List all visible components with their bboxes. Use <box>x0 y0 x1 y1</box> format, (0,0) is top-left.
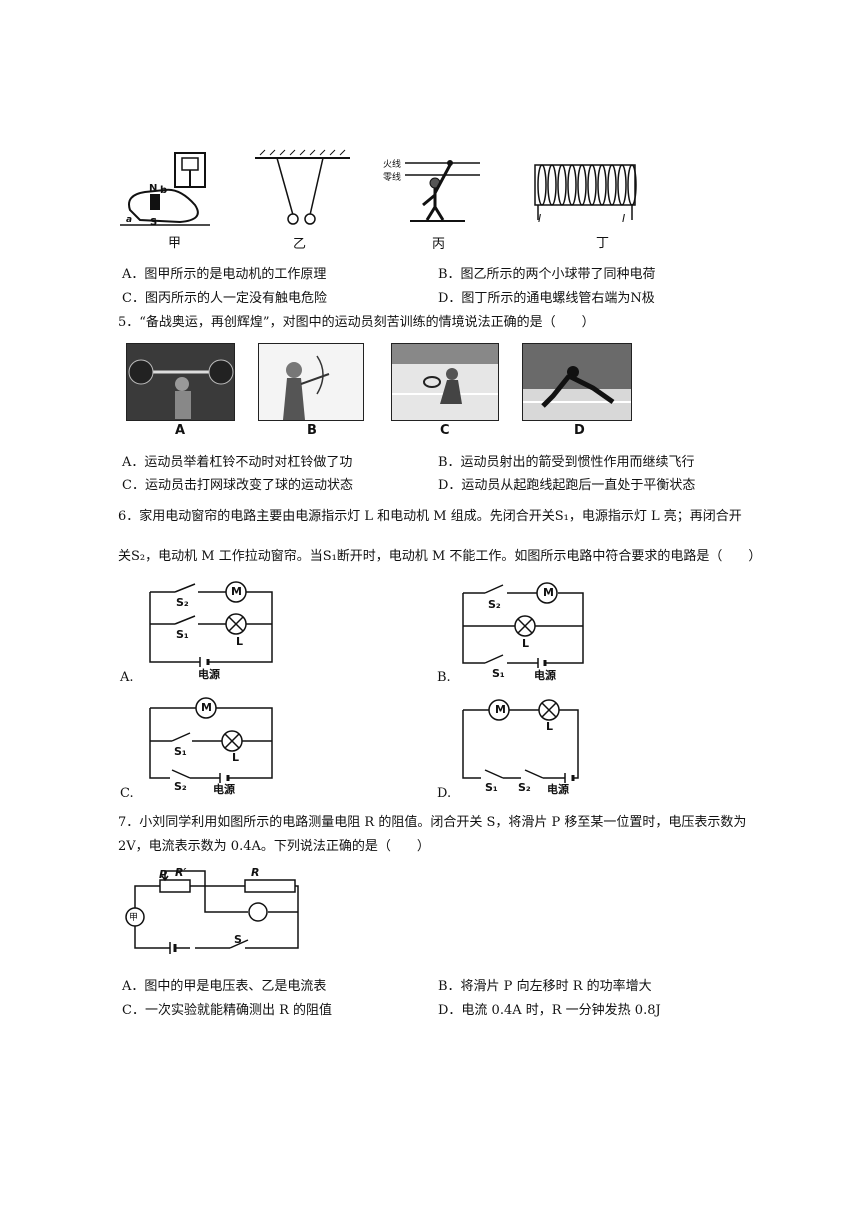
q5-option-a: A．运动员举着杠铃不动时对杠铃做了功 <box>122 455 353 470</box>
circuit-b-s2: S₂ <box>488 598 501 611</box>
circuit-d <box>462 699 579 783</box>
circuit-d-s2: S₂ <box>518 781 531 794</box>
circuit-b-source: 电源 <box>534 669 556 682</box>
q6-option-a: A. <box>120 670 134 685</box>
q7-rheostat: R′ <box>175 866 187 879</box>
photo-tennis <box>391 343 499 421</box>
fig-jia-s: S <box>150 217 158 228</box>
q7-option-a: A．图中的甲是电压表、乙是电流表 <box>122 979 327 994</box>
circuit-c-motor: M <box>201 701 212 714</box>
circuit-a-motor: M <box>231 585 242 598</box>
q6-stem-line1: 6．家用电动窗帘的电路主要由电源指示灯 L 和电动机 M 组成。先闭合开关S₁，… <box>118 509 742 524</box>
circuit-b-motor: M <box>543 586 554 599</box>
photo-sprint <box>522 343 632 421</box>
circuit-b <box>462 582 584 668</box>
photo-caption-a: A <box>175 423 186 438</box>
caption-ding: 丁 <box>596 236 610 251</box>
figure-ding <box>534 164 637 220</box>
circuit-c <box>149 697 273 783</box>
q4-option-a: A．图甲所示的是电动机的工作原理 <box>122 267 327 282</box>
circuit-d-motor: M <box>495 703 506 716</box>
fig-ding-current-left: I <box>538 212 542 225</box>
q5-stem: 5．“备战奥运，再创辉煌”，对图中的运动员刻苦训练的情境说法正确的是（ ） <box>118 315 595 330</box>
circuit-b-lamp: L <box>522 637 530 650</box>
q5-option-b: B．运动员射出的箭受到惯性作用而继续飞行 <box>438 455 695 470</box>
q7-resistor: R <box>251 866 260 879</box>
q7-option-d: D．电流 0.4A 时，R 一分钟发热 0.8J <box>438 1003 661 1018</box>
q7-circuit <box>125 870 299 954</box>
q6-option-d: D. <box>437 786 452 801</box>
figure-bing <box>405 160 480 222</box>
q4-option-c: C．图丙所示的人一定没有触电危险 <box>122 291 327 306</box>
q6-stem-line2: 关S₂，电动机 M 工作拉动窗帘。当S₁断开时，电动机 M 不能工作。如图所示电… <box>118 549 762 564</box>
q7-option-b: B．将滑片 P 向左移时 R 的功率增大 <box>438 979 652 994</box>
circuit-d-source: 电源 <box>547 783 569 796</box>
q5-option-d: D．运动员从起跑线起跑后一直处于平衡状态 <box>438 478 696 493</box>
circuit-a-lamp: L <box>236 635 244 648</box>
photo-weightlifting <box>126 343 235 421</box>
circuit-a <box>149 581 273 667</box>
fig-jia-b: b <box>160 185 168 196</box>
circuit-d-lamp: L <box>546 720 554 733</box>
q7-slider-p: P <box>159 868 168 881</box>
q4-option-d: D．图丁所示的通电螺线管右端为N极 <box>438 291 655 306</box>
q7-meter-jia: 甲 <box>129 913 139 923</box>
circuit-a-source: 电源 <box>198 668 220 681</box>
q5-option-c: C．运动员击打网球改变了球的运动状态 <box>122 478 353 493</box>
circuit-b-s1: S₁ <box>492 667 505 680</box>
q7-switch-s: S <box>234 933 242 946</box>
photo-archery <box>258 343 364 421</box>
photo-caption-d: D <box>574 423 585 438</box>
circuit-a-s1: S₁ <box>176 628 189 641</box>
figure-yi <box>255 149 350 225</box>
q4-option-b: B．图乙所示的两个小球带了同种电荷 <box>438 267 656 282</box>
photo-caption-b: B <box>307 423 317 438</box>
fig-bing-live-wire: 火线 <box>383 160 402 170</box>
circuit-a-s2: S₂ <box>176 596 189 609</box>
photo-caption-c: C <box>440 423 450 438</box>
q7-option-c: C．一次实验就能精确测出 R 的阻值 <box>122 1003 332 1018</box>
fig-jia-n: N <box>149 183 158 194</box>
figure-jia <box>120 152 210 226</box>
circuit-c-source: 电源 <box>213 783 235 796</box>
q6-option-c: C. <box>120 786 134 801</box>
circuit-d-s1: S₁ <box>485 781 498 794</box>
fig-jia-a: a <box>126 215 133 225</box>
circuit-c-lamp: L <box>232 751 240 764</box>
circuit-c-s1: S₁ <box>174 745 187 758</box>
caption-jia: 甲 <box>168 236 182 251</box>
caption-yi: 乙 <box>293 237 307 252</box>
q6-option-b: B. <box>437 670 451 685</box>
fig-bing-neutral-wire: 零线 <box>383 173 402 183</box>
q7-stem-line1: 7．小刘同学利用如图所示的电路测量电阻 R 的阻值。闭合开关 S，将滑片 P 移… <box>118 815 747 830</box>
q7-stem-line2: 2V，电流表示数为 0.4A。下列说法正确的是（ ） <box>118 839 430 854</box>
fig-ding-current-right: I <box>622 212 626 225</box>
caption-bing: 丙 <box>432 237 446 252</box>
circuit-c-s2: S₂ <box>174 780 187 793</box>
